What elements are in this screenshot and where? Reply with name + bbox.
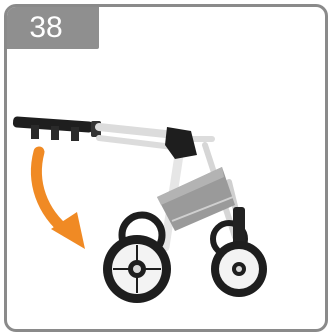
curved-arrow-down-right-icon	[36, 152, 85, 249]
step-number: 38	[7, 7, 85, 49]
instruction-step-panel: 38	[4, 4, 328, 332]
step-number-badge: 38	[7, 7, 99, 49]
handlebar	[13, 116, 101, 141]
front-wheels	[211, 207, 267, 297]
rear-wheel	[103, 235, 171, 303]
stroller-chassis-illustration	[7, 7, 325, 329]
